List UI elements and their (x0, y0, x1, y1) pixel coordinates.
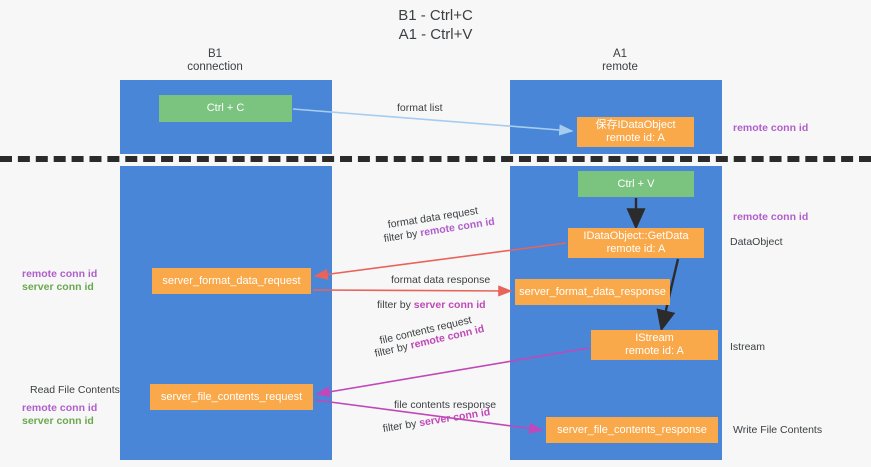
node-server-file-contents-response[interactable]: server_file_contents_response (546, 417, 718, 443)
node-server-format-data-request-label: server_format_data_request (162, 274, 301, 287)
annotation-remote-conn-id-mid: remote conn id (733, 211, 809, 223)
annotation-read-file-contents: Read File Contents (30, 384, 120, 396)
node-server-file-contents-response-label: server_file_contents_response (557, 423, 707, 436)
arrow-format-data-response (312, 285, 513, 297)
column-header-b1: B1 connection (155, 48, 275, 74)
node-server-format-data-request[interactable]: server_format_data_request (152, 268, 311, 294)
column-header-b1-role: connection (187, 61, 243, 73)
title-line-1: B1 - Ctrl+C (398, 7, 473, 24)
label-format-data-response: format data response (391, 274, 491, 286)
node-ctrl-v[interactable]: Ctrl + V (578, 171, 694, 197)
lane-b1-lower (120, 166, 332, 460)
node-save-idataobject[interactable]: 保存IDataObject remote id: A (577, 117, 694, 147)
node-idataobject-getdata-sublabel: remote id: A (606, 243, 666, 255)
column-header-b1-name: B1 (207, 48, 223, 60)
annotation-left-remote-conn-id-2: remote conn id (22, 402, 98, 414)
annotation-write-file-contents: Write File Contents (733, 424, 823, 436)
label-format-list: format list (397, 102, 443, 114)
label-file-contents-response: file contents response (394, 399, 497, 411)
node-ctrl-v-label: Ctrl + V (617, 177, 655, 190)
node-server-file-contents-request[interactable]: server_file_contents_request (150, 384, 313, 410)
label-format-data-response-filter: filter by server conn id (377, 299, 486, 312)
node-idataobject-getdata-label: IDataObject::GetData (583, 230, 689, 242)
node-idataobject-getdata[interactable]: IDataObject::GetData remote id: A (568, 228, 704, 258)
annotation-dataobject: DataObject (730, 236, 783, 248)
server-conn-id-text-1: server conn id (413, 299, 486, 311)
node-server-file-contents-request-label: server_file_contents_request (160, 390, 303, 403)
diagram-title: B1 - Ctrl+C A1 - Ctrl+V (0, 6, 871, 44)
column-header-a1: A1 remote (560, 48, 680, 74)
node-server-format-data-response[interactable]: server_format_data_response (515, 279, 670, 305)
node-server-format-data-response-label: server_format_data_response (519, 285, 666, 298)
column-header-a1-name: A1 (612, 48, 628, 60)
annotation-remote-conn-id-top: remote conn id (733, 122, 809, 134)
node-ctrl-c-label: Ctrl + C (206, 102, 245, 114)
node-istream-sublabel: remote id: A (625, 345, 684, 357)
phase-divider (0, 156, 871, 162)
annotation-left-remote-conn-id-1: remote conn id (22, 268, 98, 280)
lane-a1-lower (510, 166, 722, 460)
arrow-getdata-istream (656, 258, 680, 332)
node-save-idataobject-sublabel: remote id: A (606, 132, 665, 144)
annotation-left-server-conn-id-1: server conn id (22, 281, 94, 293)
arrow-format-data-request (313, 242, 567, 280)
arrow-file-contents-response (314, 399, 544, 434)
title-line-2: A1 - Ctrl+V (398, 26, 473, 43)
node-istream[interactable]: IStream remote id: A (591, 330, 718, 360)
annotation-left-server-conn-id-2: server conn id (22, 415, 94, 427)
node-ctrl-c[interactable]: Ctrl + C (159, 95, 292, 122)
node-istream-label: IStream (635, 332, 674, 344)
column-header-a1-role: remote (602, 61, 638, 73)
arrow-format-list (292, 108, 574, 136)
filter-by-text-2: filter by (377, 299, 414, 311)
arrow-file-contents-request (315, 347, 590, 398)
annotation-istream: Istream (730, 341, 766, 353)
node-save-idataobject-label: 保存IDataObject (595, 119, 676, 131)
